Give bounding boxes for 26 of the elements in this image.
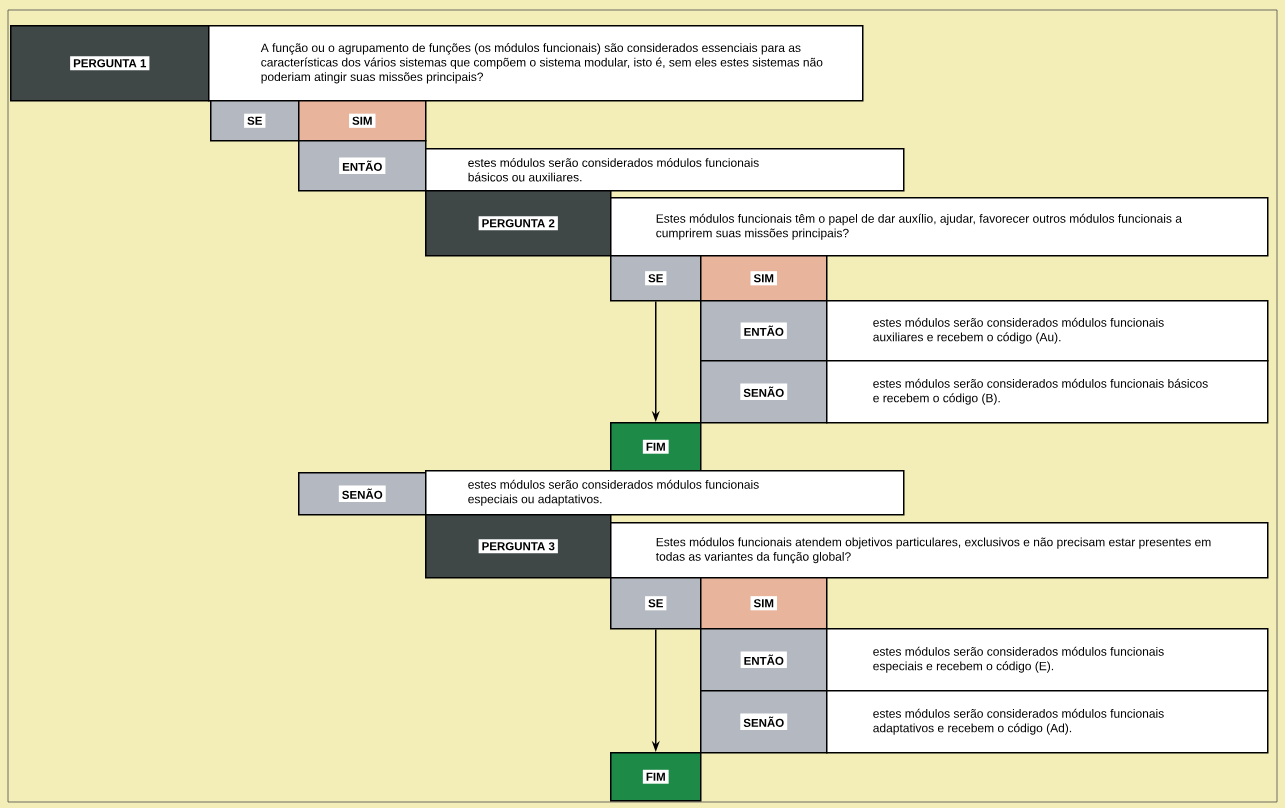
condition-box: SENÃO bbox=[298, 472, 427, 516]
condition-box: ENTÃO bbox=[298, 140, 427, 192]
question-label-box: PERGUNTA 3 bbox=[425, 514, 612, 579]
end-box: FIM bbox=[610, 752, 702, 802]
answer-box: SIM bbox=[700, 577, 828, 630]
condition-box: SENÃO bbox=[700, 690, 828, 754]
condition-box: SE bbox=[610, 255, 702, 302]
text-box: estes módulos serão considerados módulos funcionais auxiliares e recebem o código (Au). bbox=[826, 300, 1269, 362]
condition-box: SENÃO bbox=[700, 360, 828, 424]
text-box: Estes módulos funcionais têm o papel de dar auxílio, ajudar, favorecer outros módulos funcionais a cumprirem suas missões principais? bbox=[610, 197, 1269, 257]
text-box: A função ou o agrupamento de funções (os módulos funcionais) são considerados essenciais para as características dos vários sistemas que compõem o sistema modular, isto é, sem eles estes sistemas não poderiam atingir suas missões principais? bbox=[208, 25, 864, 102]
text-box: estes módulos serão considerados módulos funcionais básicos e recebem o código (B). bbox=[826, 360, 1269, 424]
question-label-box: PERGUNTA 2 bbox=[425, 190, 612, 257]
question-label-box: PERGUNTA 1 bbox=[10, 25, 210, 102]
end-box: FIM bbox=[610, 422, 702, 472]
text-box: estes módulos serão considerados módulos funcionais especiais ou adaptativos. bbox=[425, 470, 905, 516]
answer-box: SIM bbox=[700, 255, 828, 302]
text-box: Estes módulos funcionais atendem objetivos particulares, exclusivos e não precisam estar presentes em todas as variantes da função global? bbox=[610, 522, 1269, 579]
text-box: estes módulos serão considerados módulos funcionais básicos ou auxiliares. bbox=[425, 148, 905, 192]
condition-box: ENTÃO bbox=[700, 300, 828, 362]
text-box: estes módulos serão considerados módulos funcionais adaptativos e recebem o código (Ad). bbox=[826, 690, 1269, 754]
condition-box: SE bbox=[210, 100, 300, 142]
condition-box: ENTÃO bbox=[700, 628, 828, 692]
condition-box: SE bbox=[610, 577, 702, 630]
text-box: estes módulos serão considerados módulos funcionais especiais e recebem o código (E). bbox=[826, 628, 1269, 692]
answer-box: SIM bbox=[298, 100, 427, 142]
